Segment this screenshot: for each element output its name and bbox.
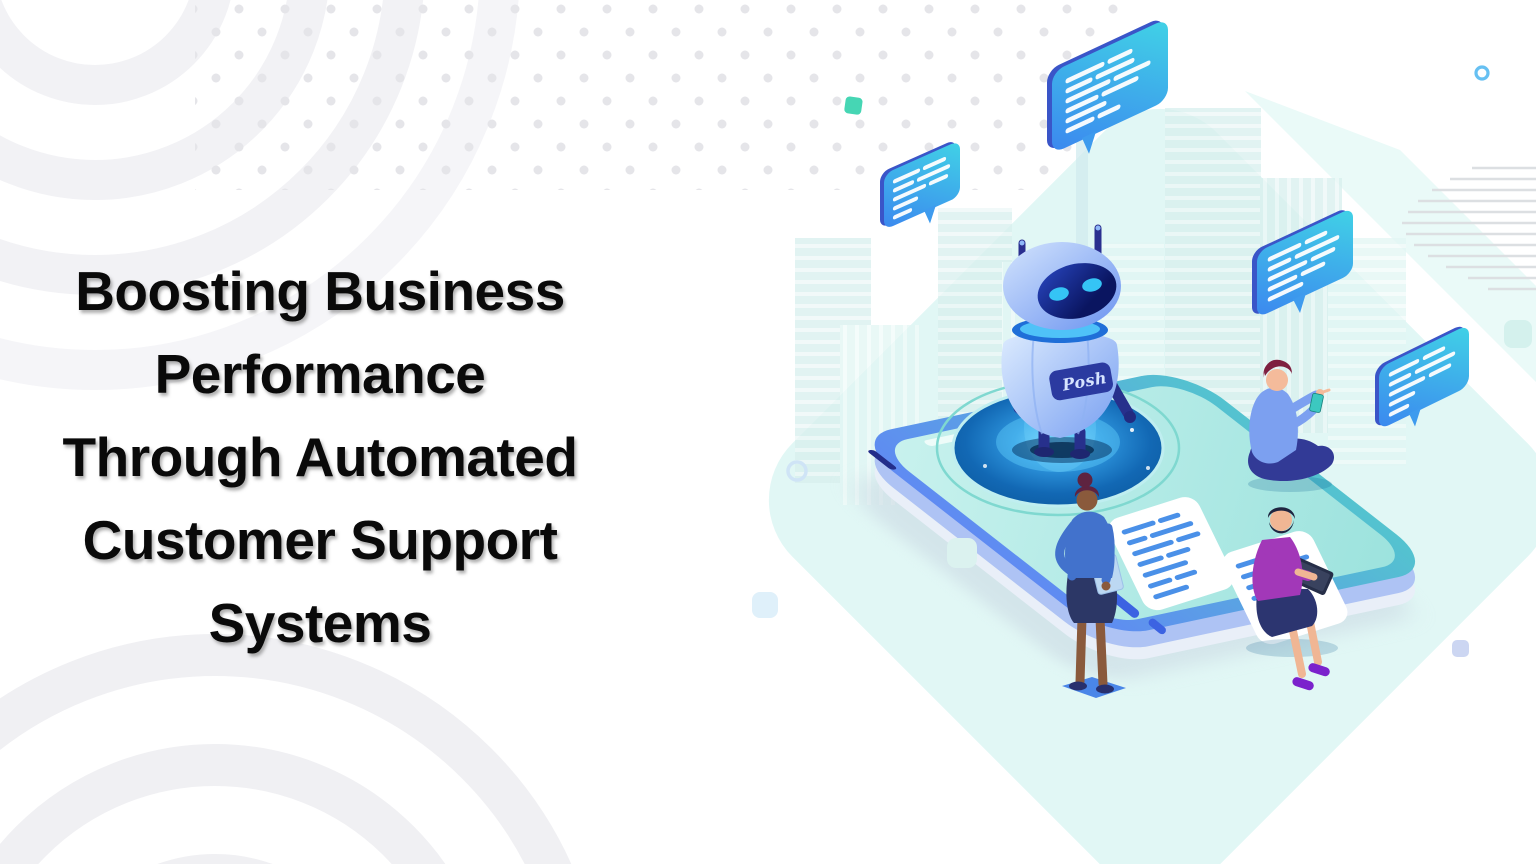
person-sitting-with-phone [1248,359,1335,492]
ring-dot-icon [1474,65,1490,81]
dots-pattern [195,0,1120,190]
speech-bubble-icon-3 [1252,210,1353,315]
title-line-1: Boosting Business [75,260,565,322]
title-line-4: Customer Support [82,509,558,571]
faint-ring-icon [786,460,808,482]
teal-square-icon [947,538,977,568]
robot-chest-panel: Posh [1049,362,1113,401]
robot-icon: Posh [1001,224,1136,459]
corner-rings-top-left [0,0,519,390]
corner-rings-bottom-left [0,634,572,864]
robot-eyes [1049,278,1102,301]
title-line-5: Systems [208,592,432,654]
title-line-3: Through Automated [62,426,578,488]
mint-square-icon [844,96,863,115]
diagonal-lines-decor [1402,166,1536,291]
small-decor [752,65,1532,657]
page-title: Boosting Business Performance Through Au… [4,250,636,665]
speech-bubble-icon-1 [1047,20,1168,154]
lavender-square-icon [1452,640,1469,657]
speech-bubble-icon-2 [880,142,960,227]
robot-visor [1037,263,1117,319]
blue-square-icon [752,592,778,618]
phone-sim-slit [868,449,897,470]
title-line-2: Performance [154,343,486,405]
teal-square-icon-2 [1504,320,1532,348]
chat-card-1 [1108,497,1234,611]
woman-standing-clipboard [1055,472,1126,698]
speech-bubble-icon-4 [1375,326,1469,427]
man-sitting-tablet [1246,507,1338,691]
